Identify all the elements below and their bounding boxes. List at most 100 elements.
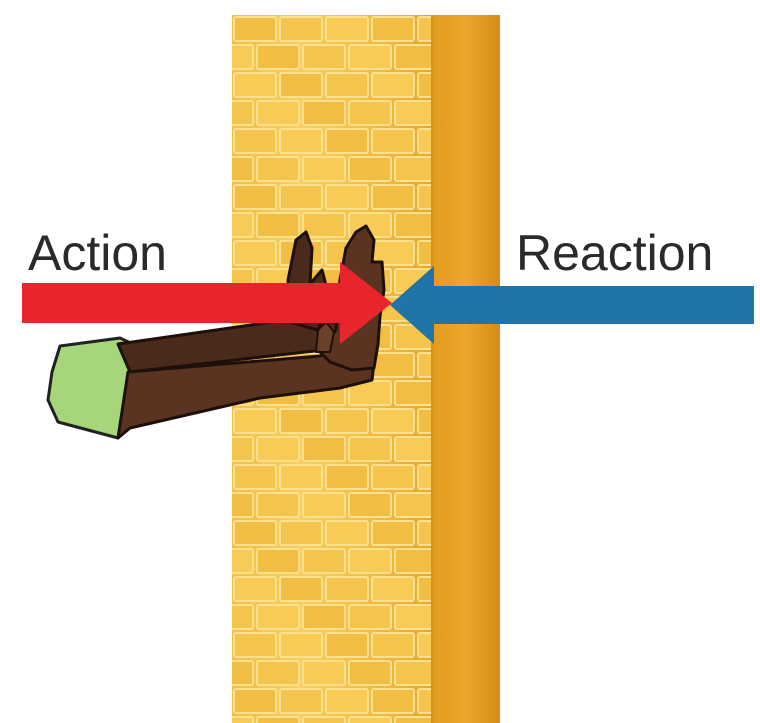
brick <box>234 633 276 657</box>
brick <box>326 521 368 545</box>
brick <box>280 465 322 489</box>
brick <box>326 633 368 657</box>
brick <box>188 521 230 545</box>
brick <box>395 493 437 517</box>
wall-side <box>432 15 500 723</box>
brick <box>326 129 368 153</box>
brick <box>349 549 391 573</box>
brick <box>211 213 253 237</box>
brick <box>349 437 391 461</box>
brick <box>234 241 276 265</box>
brick <box>257 717 299 723</box>
brick <box>372 129 414 153</box>
brick <box>188 633 230 657</box>
brick <box>372 577 414 601</box>
brick <box>326 577 368 601</box>
brick <box>395 381 437 405</box>
brick <box>188 241 230 265</box>
brick <box>257 549 299 573</box>
reaction-label: Reaction <box>516 225 713 281</box>
brick <box>349 717 391 723</box>
brick <box>280 521 322 545</box>
brick <box>211 661 253 685</box>
brick <box>303 213 345 237</box>
brick <box>280 73 322 97</box>
brick <box>280 577 322 601</box>
brick <box>303 717 345 723</box>
brick <box>234 185 276 209</box>
brick <box>257 101 299 125</box>
brick <box>257 157 299 181</box>
brick <box>280 689 322 713</box>
brick <box>303 101 345 125</box>
brick <box>372 521 414 545</box>
brick <box>349 605 391 629</box>
brick <box>188 129 230 153</box>
brick <box>349 493 391 517</box>
brick <box>395 661 437 685</box>
brick <box>372 17 414 41</box>
brick <box>395 45 437 69</box>
brick <box>211 493 253 517</box>
brick <box>349 101 391 125</box>
brick <box>303 661 345 685</box>
brick <box>257 661 299 685</box>
brick <box>234 689 276 713</box>
brick <box>280 633 322 657</box>
brick <box>326 465 368 489</box>
brick <box>257 437 299 461</box>
brick <box>234 521 276 545</box>
brick <box>395 101 437 125</box>
brick <box>395 157 437 181</box>
brick <box>372 353 414 377</box>
brick <box>372 465 414 489</box>
brick <box>303 437 345 461</box>
brick <box>188 465 230 489</box>
brick <box>280 409 322 433</box>
brick <box>211 605 253 629</box>
brick <box>234 465 276 489</box>
brick <box>303 157 345 181</box>
brick <box>326 185 368 209</box>
brick <box>326 409 368 433</box>
brick <box>326 73 368 97</box>
brick <box>211 157 253 181</box>
brick <box>349 45 391 69</box>
brick <box>211 717 253 723</box>
brick <box>188 17 230 41</box>
brick <box>234 409 276 433</box>
brick <box>257 45 299 69</box>
brick <box>211 549 253 573</box>
brick <box>349 157 391 181</box>
brick <box>257 605 299 629</box>
brick <box>280 129 322 153</box>
brick <box>280 17 322 41</box>
brick <box>372 633 414 657</box>
brick <box>280 185 322 209</box>
brick <box>395 717 437 723</box>
brick <box>234 73 276 97</box>
brick <box>234 129 276 153</box>
brick <box>303 493 345 517</box>
brick <box>372 185 414 209</box>
brick <box>349 661 391 685</box>
brick <box>234 577 276 601</box>
brick <box>395 213 437 237</box>
brick <box>372 73 414 97</box>
brick <box>326 689 368 713</box>
brick <box>188 577 230 601</box>
brick <box>211 45 253 69</box>
brick <box>326 17 368 41</box>
brick <box>372 409 414 433</box>
brick <box>188 185 230 209</box>
brick <box>303 45 345 69</box>
brick <box>188 689 230 713</box>
brick <box>211 101 253 125</box>
brick <box>372 689 414 713</box>
brick <box>188 73 230 97</box>
brick <box>303 605 345 629</box>
brick <box>257 493 299 517</box>
action-label: Action <box>28 225 167 281</box>
brick <box>395 549 437 573</box>
